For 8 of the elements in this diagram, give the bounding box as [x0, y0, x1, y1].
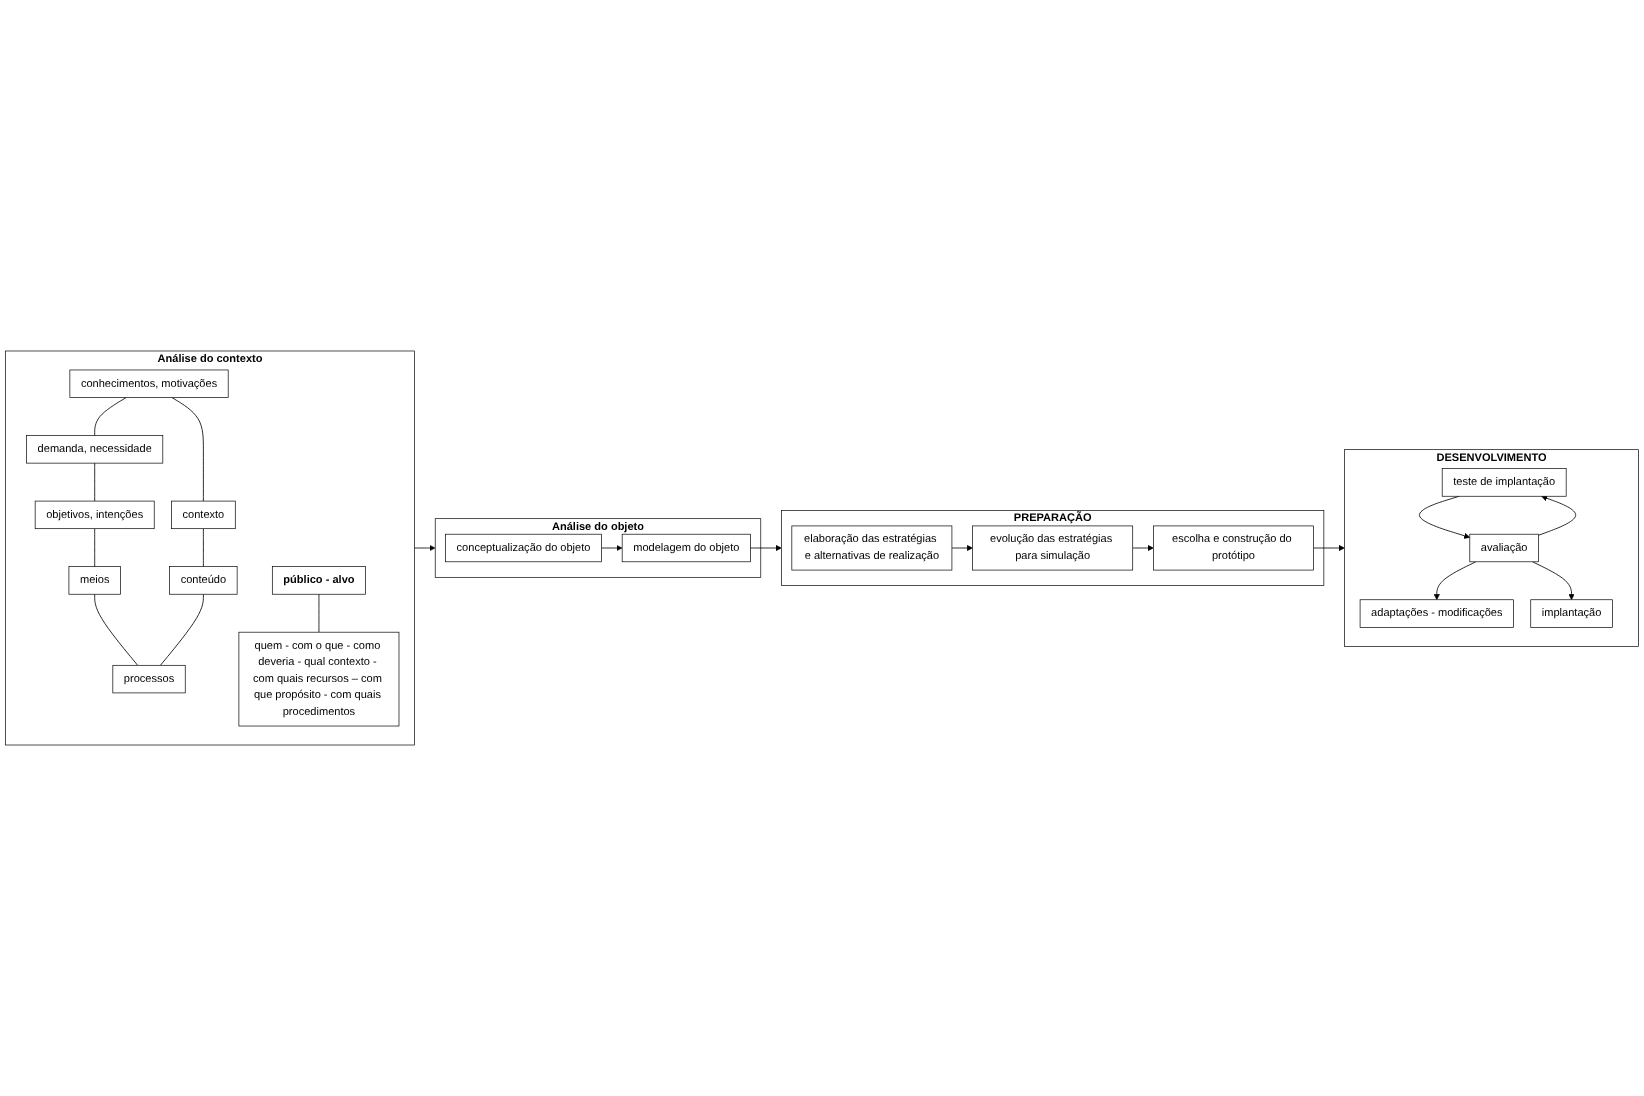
connector	[171, 397, 204, 502]
connector	[94, 397, 127, 436]
connector	[94, 528, 96, 568]
connector	[318, 593, 320, 633]
connector	[160, 593, 204, 666]
connector	[94, 462, 96, 502]
connector	[202, 528, 204, 568]
connector	[94, 593, 139, 666]
